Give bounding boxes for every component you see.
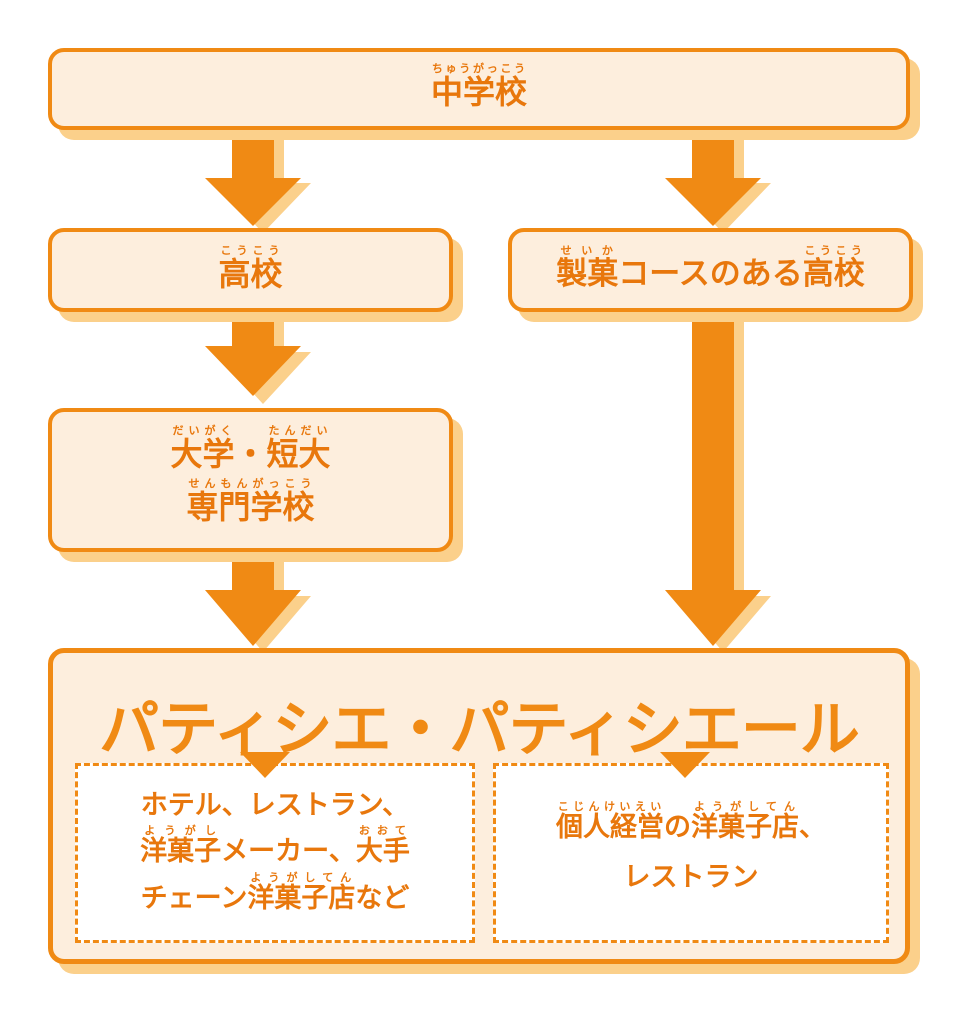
triangle-icon (660, 752, 710, 778)
right-line-2: レストラン (623, 862, 759, 894)
triangle-icon (240, 752, 290, 778)
vocational-school-label: 専門学校せんもんがっこう (186, 476, 315, 526)
patissier-box: パティシエ・パティシエール ホテル、レストラン、 洋菓子ようがしメーカー、大手お… (48, 648, 910, 964)
junior-high-label: 中学校ちゅうがっこう (430, 62, 527, 111)
high-school-label: 高校こうこう (218, 244, 283, 293)
left-line-2: 洋菓子ようがしメーカー、大手おおて (140, 824, 410, 868)
confectionery-high-school-box: 製菓せいかコースのある高校こうこう (508, 228, 913, 312)
arrow-down-icon (665, 128, 761, 226)
junior-high-box: 中学校ちゅうがっこう (48, 48, 910, 130)
patissier-title: パティシエ・パティシエール (99, 695, 860, 765)
left-line-3: チェーン洋菓子店ようがしてんなど (140, 870, 410, 914)
high-school-box: 高校こうこう (48, 228, 453, 312)
arrow-down-icon (205, 310, 301, 396)
university-box: 大学だいがく・短大たんだい 専門学校せんもんがっこう (48, 408, 453, 552)
left-line-1: ホテル、レストラン、 (140, 790, 410, 821)
arrow-down-icon (205, 128, 301, 226)
confectionery-high-school-label: 製菓せいかコースのある高校こうこう (556, 244, 865, 292)
arrow-down-icon (665, 310, 761, 646)
university-label: 大学だいがく・短大たんだい (170, 424, 331, 473)
arrow-down-icon (205, 550, 301, 646)
hotel-restaurant-box: ホテル、レストラン、 洋菓子ようがしメーカー、大手おおて チェーン洋菓子店ようが… (75, 763, 475, 943)
right-line-1: 個人経営こじんけいえいの洋菓子店ようがしてん、 (556, 800, 826, 843)
